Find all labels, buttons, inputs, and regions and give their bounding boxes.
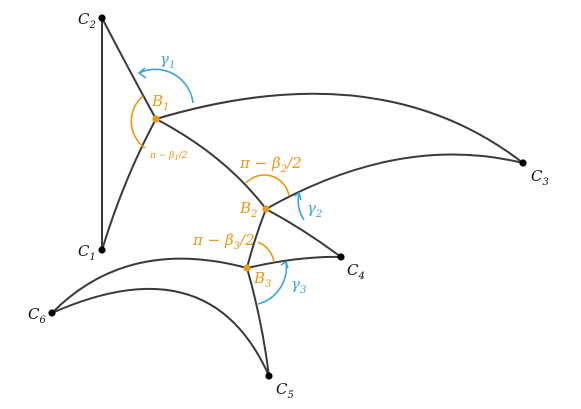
branch-point-b1 [152, 115, 160, 123]
angle-3-arc [257, 241, 275, 263]
label-c3: C3 [531, 167, 549, 188]
edge-b2-c4 [265, 208, 342, 258]
label-gamma-1: γ1 [160, 50, 175, 71]
label-c2: C2 [78, 10, 96, 31]
label-gamma-2: γ2 [307, 199, 322, 220]
gamma-2-arrowhead [293, 191, 302, 201]
branch-point-b2 [262, 205, 270, 213]
edge-b3-c4 [246, 255, 342, 269]
label-c1: C1 [78, 242, 96, 263]
vertex-c6 [48, 309, 56, 317]
gamma-2-arc [297, 192, 305, 221]
vertex-c5 [265, 372, 273, 380]
label-angle-1: π − β1/2 [149, 151, 188, 162]
label-b3: B3 [253, 269, 271, 290]
edge-c6-c5 [51, 287, 270, 377]
gamma-3-arrowhead [280, 260, 289, 269]
vertex-c3 [519, 159, 527, 167]
edge-b3-c6 [51, 257, 248, 314]
edge-b2-c3 [265, 153, 524, 210]
label-b1: B1 [151, 92, 169, 113]
branch-point-b3 [243, 264, 251, 272]
label-c5: C5 [276, 380, 294, 401]
edge-b1-c1 [101, 118, 157, 251]
edge-b1-b2 [155, 118, 267, 210]
label-angle-2: π − β2/2 [239, 154, 302, 175]
angle-1-arc [130, 95, 146, 149]
vertex-c4 [337, 253, 345, 261]
gamma-1-arc [138, 68, 194, 104]
edge-b3-c5 [246, 267, 270, 377]
gamma-3-arc [257, 261, 288, 305]
vertex-c1 [98, 246, 106, 254]
edge-c2-b1 [101, 17, 157, 120]
gamma-1-arrowhead [137, 67, 147, 79]
label-c4: C4 [347, 261, 365, 282]
edge-b2-b3 [246, 208, 267, 269]
edge-b1-c3 [155, 92, 524, 164]
label-gamma-3: γ3 [291, 275, 306, 296]
label-b2: B2 [239, 199, 257, 220]
angle-2-arc [245, 174, 290, 197]
label-angle-3: π − β3/2 [192, 231, 255, 252]
vertex-c2 [98, 14, 106, 22]
label-c6: C6 [28, 305, 46, 326]
